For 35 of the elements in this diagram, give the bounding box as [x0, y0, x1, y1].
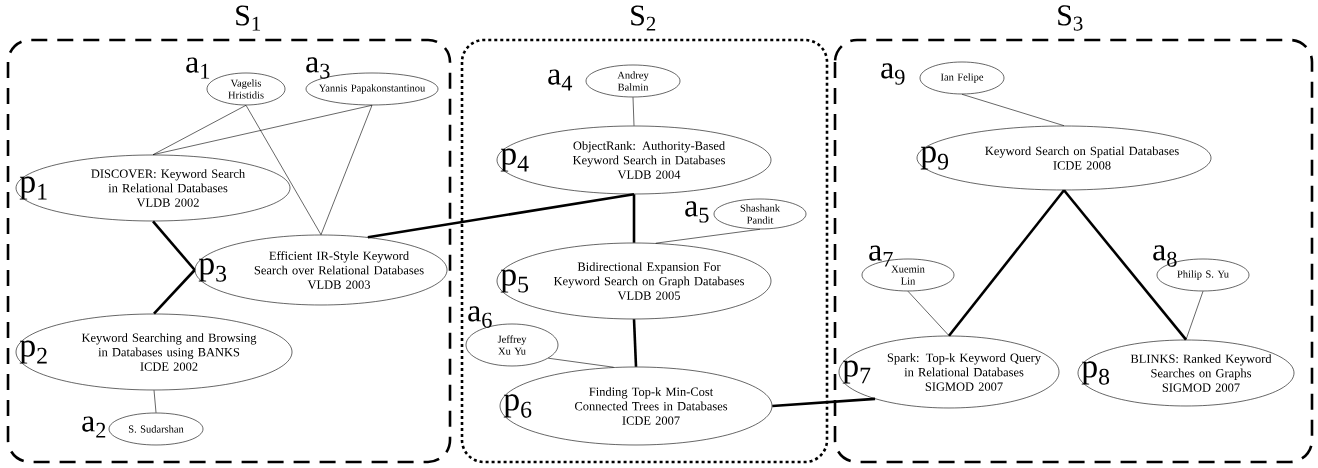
connector-line [548, 357, 614, 368]
connector-line [632, 319, 638, 367]
connector-line [245, 105, 322, 235]
connector-line [655, 229, 761, 244]
paper-label: p$_{4}$ [500, 148, 529, 172]
paper-label: p$_{6}$ [503, 394, 532, 418]
author-label: a$_{5}$ [685, 201, 709, 223]
node-label: S$_{3}$ [1058, 5, 1083, 31]
connector-line [1063, 189, 1187, 341]
connector-line [152, 105, 247, 155]
node-label: S$_{2}$ [631, 5, 656, 31]
paper-label: p$_{2}$ [19, 340, 47, 364]
author-label: a$_{4}$ [548, 69, 573, 91]
connector-line [1185, 291, 1204, 340]
connector-line [772, 397, 876, 408]
paper-label: p$_{1}$ [19, 176, 47, 200]
connector-line [961, 94, 1065, 126]
connector-line [367, 193, 635, 239]
connector-line [948, 189, 1066, 337]
connector-line [632, 97, 635, 126]
author-label: a$_{9}$ [881, 63, 905, 85]
node-label: S$_{1}$ [236, 5, 261, 31]
paper-label: p$_{5}$ [500, 269, 529, 293]
connector-line [153, 269, 196, 315]
connector-line [152, 105, 373, 155]
connector-line [907, 291, 950, 336]
paper-label: p$_{3}$ [198, 258, 227, 282]
author-label: a$_{2}$ [82, 416, 106, 438]
connector-line [320, 105, 373, 235]
connector-line [632, 194, 636, 243]
paper-label: p$_{8}$ [1081, 361, 1110, 385]
paper-label: p$_{9}$ [920, 146, 949, 170]
paper-label: p$_{7}$ [842, 360, 871, 384]
connector-line [153, 390, 157, 413]
connector-line [152, 220, 196, 271]
